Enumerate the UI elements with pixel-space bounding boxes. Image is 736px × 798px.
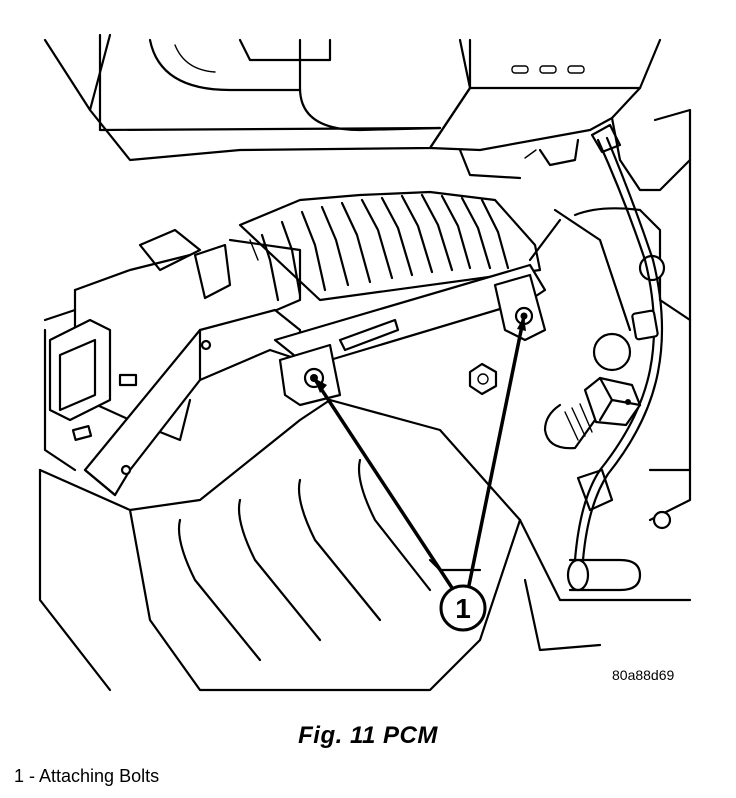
legend-item-1: 1 - Attaching Bolts <box>14 766 160 786</box>
figure-caption: Fig. 11 PCM <box>298 722 438 749</box>
pcm-module-body <box>43 228 302 472</box>
pcm-mounting-bracket <box>83 263 547 497</box>
figure-image-id: 80a88d69 <box>612 667 675 683</box>
callout-leaders <box>312 315 526 601</box>
pcm-mounting-illustration: 1 <box>38 33 692 692</box>
lower-right-fittings <box>518 468 692 652</box>
pcm-heat-sink <box>238 190 542 302</box>
callout-number: 1 <box>455 593 471 624</box>
floor-pan <box>38 398 522 692</box>
wire-harness <box>573 123 664 562</box>
large-bolt <box>543 376 642 450</box>
small-nut <box>468 362 498 396</box>
top-right-panel <box>428 38 662 180</box>
right-bolt-tab <box>493 273 547 342</box>
callout-1: 1 <box>439 584 487 632</box>
upper-housing <box>43 33 472 162</box>
